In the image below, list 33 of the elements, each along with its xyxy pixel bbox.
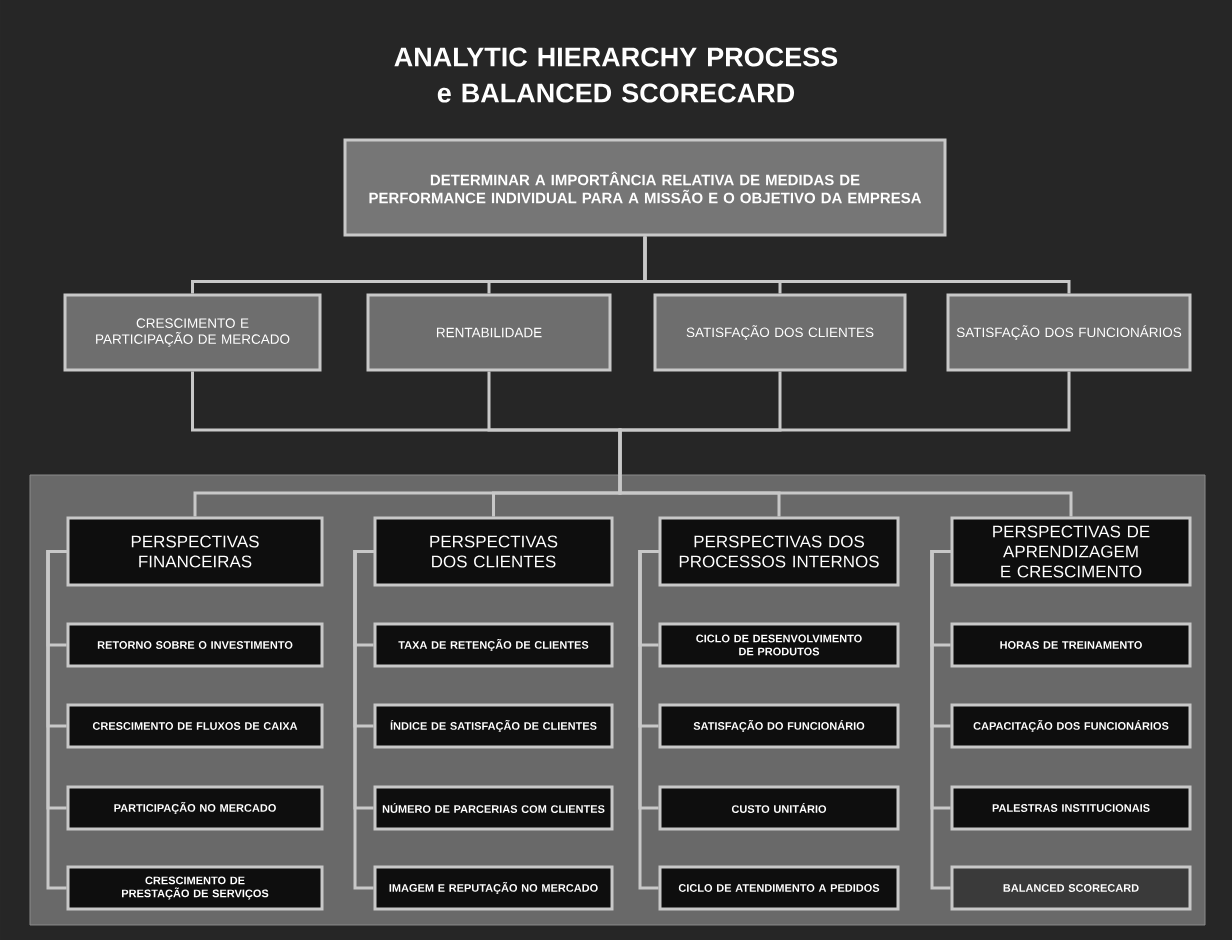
connector-line — [638, 550, 659, 890]
connector-line — [353, 550, 374, 890]
measure-box: BALANCED SCORECARD — [950, 865, 1192, 911]
measure-box: CICLO DE DESENVOLVIMENTO DE PRODUTOS — [658, 622, 900, 668]
connector-line — [46, 550, 67, 890]
criterion-box: SATISFAÇÃO DOS FUNCIONÁRIOS — [946, 293, 1192, 372]
measure-box: CAPACITAÇÃO DOS FUNCIONÁRIOS — [950, 703, 1192, 749]
connector-line — [618, 371, 1071, 475]
criterion-box: SATISFAÇÃO DOS CLIENTES — [653, 293, 907, 372]
measure-box: IMAGEM E REPUTAÇÃO NO MERCADO — [373, 865, 614, 911]
connector-line — [618, 474, 1073, 517]
measure-box: PARTICIPAÇÃO NO MERCADO — [66, 785, 324, 831]
perspective-box: PERSPECTIVAS DOS PROCESSOS INTERNOS — [658, 516, 900, 587]
measure-box: CICLO DE ATENDIMENTO A PEDIDOS — [658, 865, 900, 911]
criterion-box: RENTABILIDADE — [366, 293, 612, 372]
measure-box: SATISFAÇÃO DO FUNCIONÁRIO — [658, 703, 900, 749]
criterion-box: CRESCIMENTO E PARTICIPAÇÃO DE MERCADO — [63, 293, 322, 372]
goal-box: DETERMINAR A IMPORTÂNCIA RELATIVA DE MEDIDAS DE PERFORMANCE INDIVIDUAL PARA A MISSÃO E O OBJETIVO DA EMPRESA — [343, 138, 947, 237]
measure-box: CUSTO UNITÁRIO — [658, 785, 900, 831]
perspective-box: PERSPECTIVAS DOS CLIENTES — [373, 516, 614, 587]
connector-line — [643, 236, 1071, 294]
measure-box: CRESCIMENTO DE FLUXOS DE CAIXA — [66, 703, 324, 749]
connector-line — [930, 550, 951, 890]
measure-box: CRESCIMENTO DE PRESTAÇÃO DE SERVIÇOS — [66, 865, 324, 911]
title: ANALYTIC HIERARCHY PROCESS e BALANCED SCORECARD — [394, 47, 838, 103]
measure-box: NÚMERO DE PARCERIAS COM CLIENTES — [373, 785, 614, 831]
perspective-box: PERSPECTIVAS FINANCEIRAS — [66, 516, 324, 587]
measure-box: RETORNO SOBRE O INVESTIMENTO — [66, 622, 324, 668]
measure-box: PALESTRAS INSTITUCIONAIS — [950, 785, 1192, 831]
measure-box: ÍNDICE DE SATISFAÇÃO DE CLIENTES — [373, 703, 614, 749]
measure-box: TAXA DE RETENÇÃO DE CLIENTES — [373, 622, 614, 668]
measure-box: HORAS DE TREINAMENTO — [950, 622, 1192, 668]
perspective-box: PERSPECTIVAS DE APRENDIZAGEM E CRESCIMENTO — [950, 516, 1192, 587]
